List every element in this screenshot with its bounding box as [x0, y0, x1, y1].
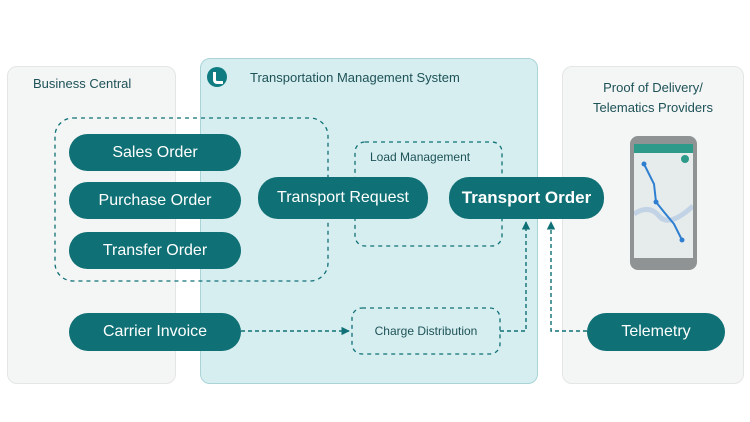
tms-logo-icon [207, 67, 227, 87]
phone-map-screen [634, 144, 693, 258]
smartphone-map-icon [630, 136, 697, 270]
charge-to-order-arrow [500, 221, 531, 332]
transport-order-node: Transport Order [449, 177, 604, 219]
load-management-label: Load Management [370, 150, 471, 164]
transport-request-node: Transport Request [258, 177, 428, 219]
charge-distribution-outline [351, 307, 501, 355]
phone-app-bar [634, 144, 693, 153]
pod-title: Proof of Delivery/ Telematics Providers [593, 80, 713, 115]
telemetry-to-order-arrow [546, 221, 587, 332]
purchase-order-node: Purchase Order [69, 182, 241, 219]
business-central-title: Business Central [33, 76, 132, 91]
telemetry-node: Telemetry [587, 313, 725, 351]
charge-distribution-label: Charge Distribution [374, 324, 478, 338]
sales-order-node: Sales Order [69, 134, 241, 171]
transfer-order-node: Transfer Order [69, 232, 241, 269]
tms-title: Transportation Management System [250, 70, 460, 85]
map-route-icon [634, 155, 693, 243]
tms-panel [200, 58, 538, 384]
carrier-invoice-node: Carrier Invoice [69, 313, 241, 351]
